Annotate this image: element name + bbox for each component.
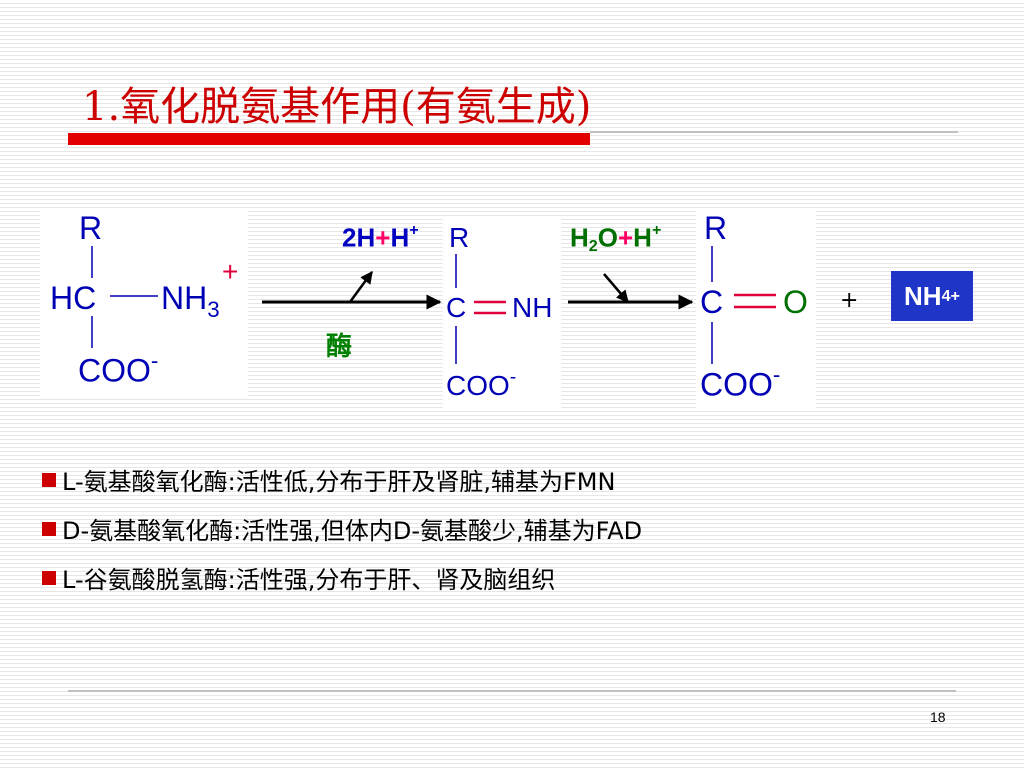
bullet-text: D-氨基酸氧化酶:活性强,但体内D-氨基酸少,辅基为FAD	[62, 517, 643, 545]
m1-nh-subscript: 3	[207, 296, 220, 322]
step2-h-subscript: 2	[588, 237, 598, 256]
bullet-item-d-amino-acid-oxidase: D-氨基酸氧化酶:活性强,但体内D-氨基酸少,辅基为FAD	[42, 511, 642, 546]
step2-hp: H	[633, 222, 652, 253]
m2-coo: COO-	[446, 366, 517, 401]
bullet-text: L-氨基酸氧化酶:活性低,分布于肝及肾脏,辅基为FMN	[62, 468, 616, 496]
page-number: 18	[930, 709, 946, 725]
step2-o: O	[597, 222, 618, 253]
plus-sign: +	[840, 288, 859, 313]
bullet-item-l-amino-acid-oxidase: L-氨基酸氧化酶:活性低,分布于肝及肾脏,辅基为FMN	[42, 462, 615, 497]
m1-nh-text: NH	[161, 280, 208, 316]
slide-title: 1.氧化脱氨基作用(有氨生成)	[82, 84, 592, 130]
molecule1-panel	[40, 208, 248, 396]
m2-coo-charge: -	[509, 366, 517, 388]
step1-2h: 2H	[342, 222, 376, 253]
m1-r: R	[79, 210, 103, 246]
m1-coo-charge: -	[150, 348, 159, 373]
step1-hp: H	[390, 222, 410, 253]
step1-plus: +	[375, 222, 391, 253]
ammonium-nh: NH	[904, 280, 942, 311]
m3-coo: COO-	[700, 362, 781, 403]
ammonium-subscript: 4	[941, 286, 951, 305]
step1-hp-charge: +	[409, 221, 419, 239]
m3-coo-charge: -	[772, 362, 781, 387]
step2-h: H	[570, 222, 589, 253]
step2-hp-charge: +	[651, 221, 662, 239]
step1-products: 2H+H+	[342, 222, 419, 250]
m2-nh: NH	[512, 292, 553, 323]
water-input-arrow	[603, 273, 629, 303]
m2-r: R	[449, 222, 470, 253]
m1-coo-text: COO	[78, 352, 151, 389]
m1-coo: COO-	[78, 348, 159, 389]
ammonium-charge: +	[950, 286, 960, 305]
bullet-square-icon	[42, 472, 56, 487]
step2-reagents: H2O+H+	[570, 222, 661, 254]
bullet-item-glutamate-dehydrogenase: L-谷氨酸脱氢酶:活性强,分布于肝、肾及脑组织	[42, 560, 555, 595]
m1-hc: HC	[50, 280, 97, 316]
step2-plus: +	[617, 222, 634, 253]
enzyme-label: 酶	[326, 332, 353, 362]
title-rule-thin	[590, 131, 958, 133]
m3-c: C	[700, 284, 724, 320]
bullet-square-icon	[42, 521, 56, 536]
footer-rule	[68, 690, 956, 692]
bullet-square-icon	[42, 570, 56, 585]
m1-positive-charge: +	[222, 256, 239, 287]
m3-r: R	[704, 210, 728, 246]
m2-c: C	[446, 292, 467, 323]
m3-o: O	[783, 284, 808, 320]
bullet-text: L-谷氨酸脱氢酶:活性强,分布于肝、肾及脑组织	[62, 566, 556, 594]
m3-coo-text: COO	[700, 366, 773, 403]
m1-nh3: NH3	[161, 282, 220, 321]
m2-coo-text: COO	[446, 369, 510, 401]
release-arrow	[348, 270, 374, 303]
title-underline	[68, 133, 590, 145]
